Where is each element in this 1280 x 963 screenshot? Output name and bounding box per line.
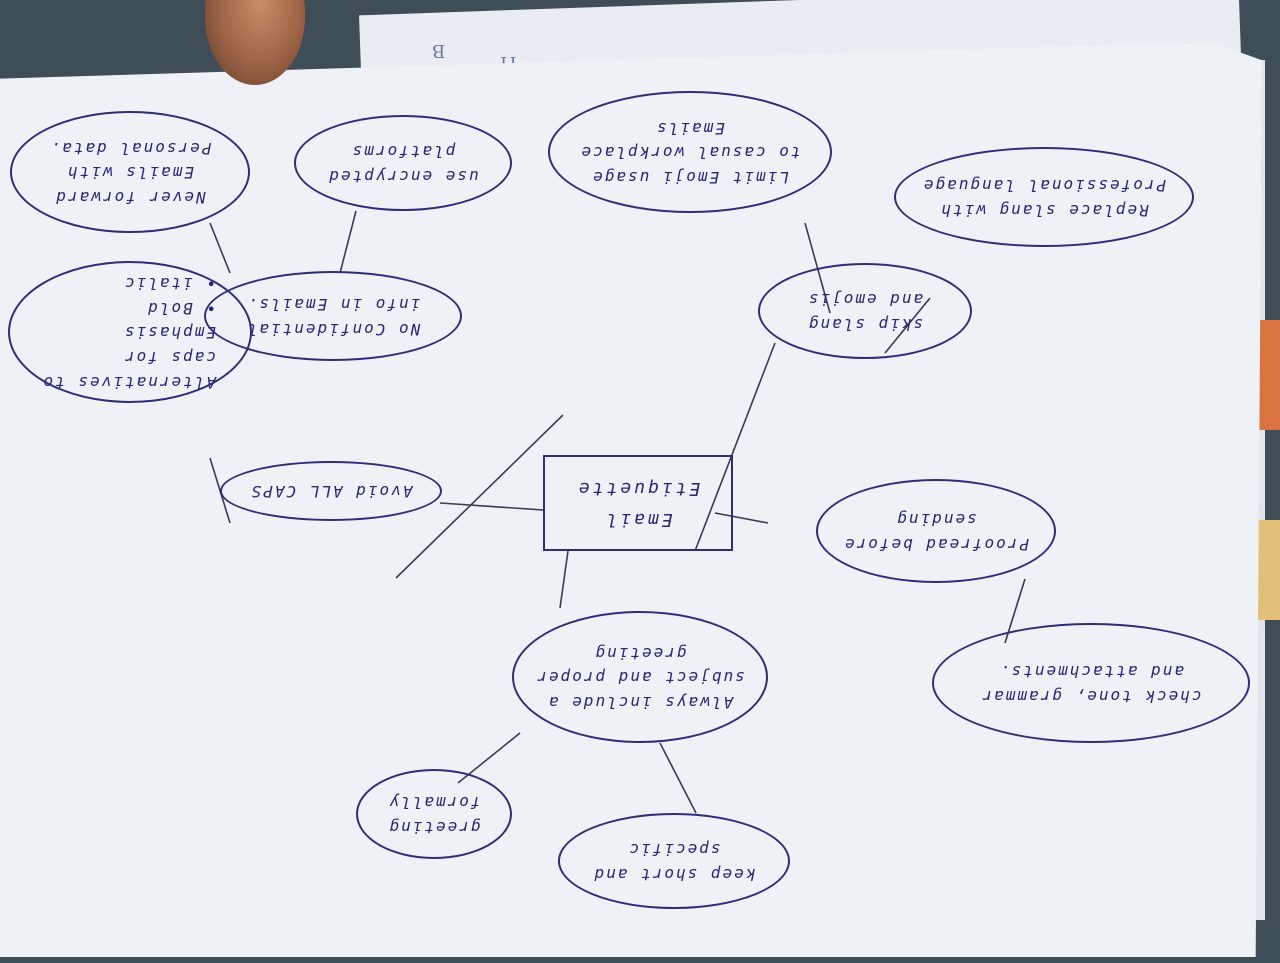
link-center-subject [559, 550, 569, 609]
node-label: No Confidential info in Emails. [245, 295, 421, 339]
node-greeting-formally: greeting formally [356, 769, 512, 859]
link-center-avoid-caps [439, 502, 544, 511]
node-subject-and-greeting: Always include a subject and proper gree… [512, 611, 768, 743]
node-label: check tone, grammar and attachments. [980, 662, 1202, 706]
mind-map-sheet [0, 42, 1262, 957]
link-subject-greeting [457, 732, 521, 784]
link-proofread-check [1004, 578, 1026, 644]
bullet-item: • Bold [146, 298, 216, 318]
node-label: Proofread before sending [842, 510, 1030, 554]
node-avoid-all-caps: Avoid ALL CAPS [220, 461, 442, 521]
node-keep-short-specific: keep short and specific [558, 813, 790, 909]
link-confidential-never-forward [209, 222, 231, 274]
link-slang-replace [884, 297, 931, 354]
link-caps-alternatives [209, 457, 231, 524]
node-no-confidential-info: No Confidential info in Emails. [204, 271, 462, 361]
link-slang-emoji [804, 222, 831, 314]
node-label: Never forward Emails with Personal data. [48, 138, 212, 208]
node-label: Replace slang with Professional language [921, 176, 1167, 220]
node-replace-slang: Replace slang with Professional language [894, 147, 1194, 247]
link-subject-keep-short [659, 742, 697, 814]
node-use-encrypted-platforms: use encrypted platforms [294, 115, 512, 211]
node-never-forward-personal-data: Never forward Emails with Personal data. [10, 111, 250, 233]
link-confidential-encrypted [339, 210, 357, 274]
central-topic-label: Email Etiquette [575, 478, 701, 530]
node-skip-slang-emojis: skip slang and emojis [758, 263, 972, 359]
node-label: greeting formally [387, 793, 481, 837]
node-label: keep short and specific [592, 840, 756, 884]
node-label: skip slang and emojis [806, 290, 924, 334]
node-label: Avoid ALL CAPS [249, 482, 413, 502]
link-center-skip-slang [694, 342, 776, 552]
link-center-proofread [714, 512, 769, 524]
node-label: Limit Emoji usage to casual workplace Em… [579, 118, 801, 188]
node-label: Alternatives to caps for Emphasis [41, 323, 217, 392]
node-limit-emoji-usage: Limit Emoji usage to casual workplace Em… [548, 91, 832, 213]
central-topic-box: Email Etiquette [543, 455, 733, 551]
node-label: Always include a subject and proper gree… [535, 643, 745, 713]
node-check-tone-grammar: check tone, grammar and attachments. [932, 623, 1250, 743]
bullet-item: • italic [122, 273, 216, 293]
node-proofread-before-sending: Proofread before sending [816, 479, 1056, 583]
orange-folder-edge-lower [1256, 520, 1280, 620]
link-center-no-confidential [395, 414, 564, 579]
node-label: use encrypted platforms [327, 142, 479, 186]
